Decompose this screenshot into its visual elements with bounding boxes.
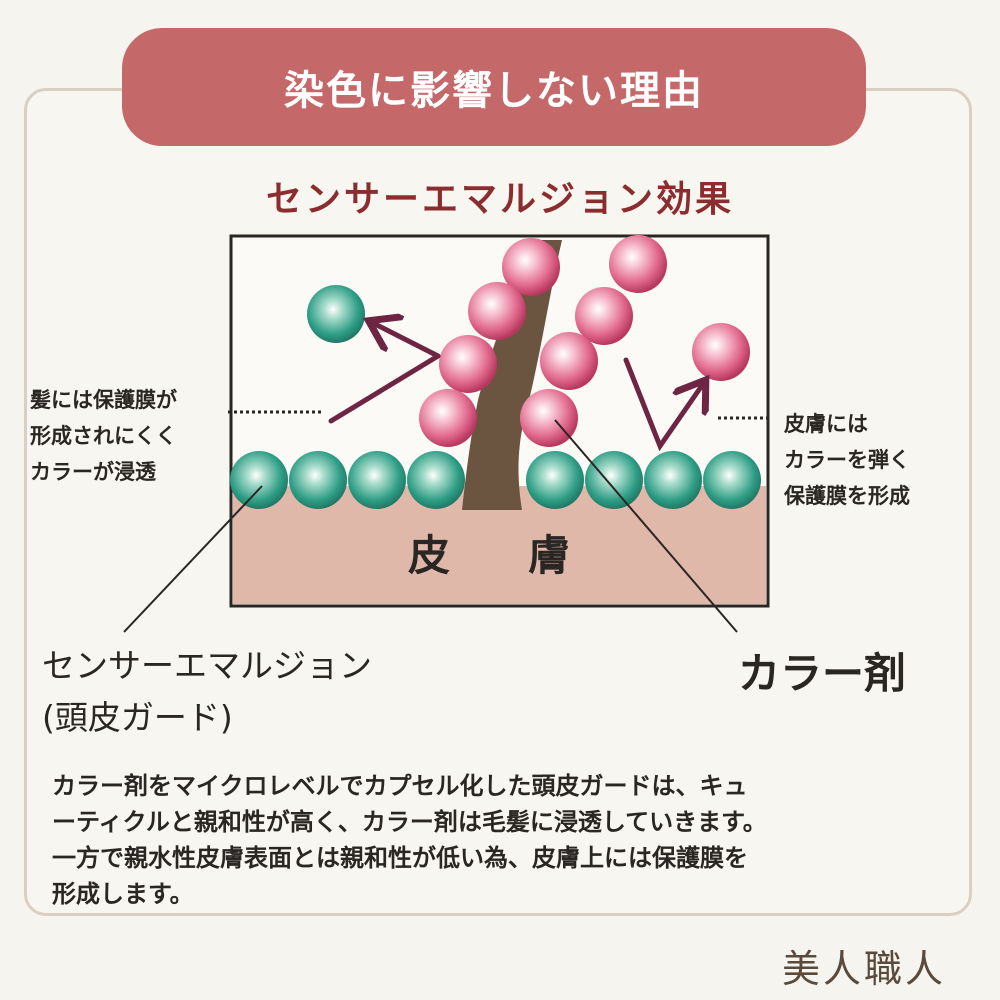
arrow-bounce	[623, 357, 703, 452]
label-scalp-guard: センサーエマルジョン (頭皮ガード)	[42, 640, 372, 744]
pointer-line-scalp	[123, 485, 263, 633]
pink-sphere	[609, 235, 667, 293]
hair-strand	[462, 240, 562, 510]
pink-sphere	[692, 323, 750, 381]
teal-sphere	[644, 451, 702, 509]
teal-sphere-row	[230, 451, 761, 509]
note-left: 髪には保護膜が 形成されにくく カラーが浸透	[30, 382, 177, 490]
pink-sphere	[468, 282, 526, 340]
pink-sphere	[502, 238, 560, 296]
pink-sphere	[540, 332, 598, 390]
description-text: カラー剤をマイクロレベルでカプセル化した頭皮ガードは、キュ ーティクルと親和性が…	[52, 768, 962, 912]
label-scalp-line: センサーエマルジョン	[42, 646, 372, 685]
note-right-line: カラーを弾く	[784, 448, 910, 472]
note-right-line: 皮膚には	[784, 412, 868, 436]
title-banner: 染色に影響しない理由	[122, 28, 866, 146]
diagram-subtitle: センサーエマルジョン効果	[265, 179, 734, 220]
teal-sphere	[585, 451, 643, 509]
arrows	[328, 323, 703, 452]
pointer-line-color	[554, 419, 738, 633]
note-left-line: カラーが浸透	[30, 460, 156, 484]
brand-logo: 美人職人	[782, 938, 946, 993]
teal-sphere	[289, 451, 347, 509]
brand-logo-text: 美人職人	[782, 947, 947, 991]
teal-sphere	[407, 451, 465, 509]
note-left-line: 髪には保護膜が	[30, 388, 177, 412]
teal-sphere	[348, 451, 406, 509]
note-right-line: 保護膜を形成	[784, 484, 910, 508]
note-right: 皮膚には カラーを弾く 保護膜を形成	[784, 406, 910, 514]
arrow-from-hair	[328, 353, 441, 424]
pink-sphere	[439, 335, 497, 393]
skin-label: 皮 膚	[408, 531, 588, 580]
teal-sphere	[703, 451, 761, 509]
pink-sphere	[575, 287, 633, 345]
pink-sphere-cluster	[419, 235, 750, 447]
teal-sphere	[526, 451, 584, 509]
note-left-line: 形成されにくく	[30, 424, 177, 448]
description-line: 形成します。	[52, 880, 194, 908]
description-line: 一方で親水性皮膚表面とは親和性が低い為、皮膚上には保護膜を	[52, 844, 748, 872]
teal-sphere-floating	[307, 285, 365, 343]
label-scalp-line: (頭皮ガード)	[42, 698, 233, 737]
pink-sphere	[520, 389, 578, 447]
description-line: カラー剤をマイクロレベルでカプセル化した頭皮ガードは、キュ	[52, 772, 748, 800]
pink-sphere	[419, 389, 477, 447]
teal-sphere	[230, 451, 288, 509]
page-title: 染色に影響しない理由	[284, 68, 704, 114]
label-color-agent: カラー剤	[738, 649, 907, 698]
arrow-to-teal	[373, 323, 441, 359]
description-line: ーティクルと親和性が高く、カラー剤は毛髪に浸透していきます。	[52, 808, 767, 836]
